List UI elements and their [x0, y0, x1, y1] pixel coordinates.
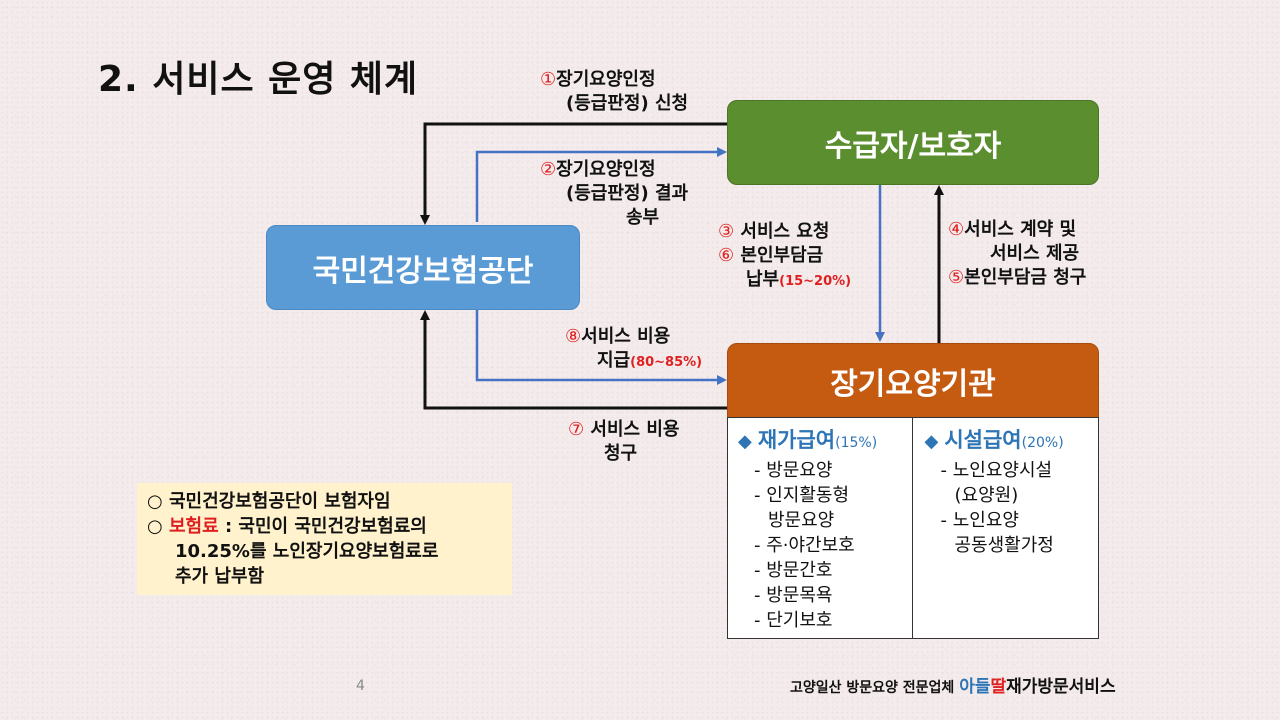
list-item: 방문요양 [768, 510, 835, 531]
footer-brand: 고양일산 방문요양 전문업체 아들딸재가방문서비스 [790, 677, 1116, 697]
insurance-note: ○ 국민건강보험공단이 보험자임 ○ 보험료 : 국민이 국민건강보험료의 10… [137, 483, 512, 595]
circle-bullet-icon: ○ [147, 516, 163, 537]
page-number: 4 [356, 678, 365, 694]
agency-box: 장기요양기관 [727, 343, 1099, 418]
label-application: ①장기요양인정 (등급판정) 신청 [540, 69, 689, 114]
label-service-contract: ④서비스 계약 및 서비스 제공 ⑤본인부담금 청구 [948, 219, 1087, 288]
diamond-icon: ◆ [924, 431, 939, 452]
circle-bullet-icon: ○ [147, 491, 163, 512]
label-service-request: ③ 서비스 요청 ⑥ 본인부담금 납부(15~20%) [718, 221, 852, 290]
home-care-header: ◆재가급여(15%) [738, 428, 878, 452]
facility-care-header: ◆시설급여(20%) [924, 428, 1064, 452]
list-item: - 인지활동형 [754, 485, 850, 506]
list-item: - 주·야간보호 [754, 535, 855, 556]
list-item: - 노인요양시설 [940, 460, 1053, 481]
arrow-result [475, 147, 727, 222]
list-item: (요양원) [954, 485, 1019, 506]
list-item: - 방문목욕 [754, 585, 833, 606]
diamond-icon: ◆ [738, 431, 752, 452]
page-title: 2. 서비스 운영 체계 [98, 59, 419, 100]
arrow-payment [475, 310, 727, 385]
list-item: - 노인요양 [940, 510, 1019, 531]
arrow-application [420, 122, 727, 225]
facility-care-column: ◆시설급여(20%) - 노인요양시설 (요양원) - 노인요양 공동생활가정 [911, 418, 1099, 638]
list-item: - 방문간호 [754, 560, 833, 581]
service-table: ◆재가급여(15%) - 방문요양 - 인지활동형 방문요양 - 주·야간보호 … [727, 417, 1099, 639]
recipient-box: 수급자/보호자 [727, 100, 1099, 185]
nhis-box: 국민건강보험공단 [266, 225, 580, 310]
list-item: - 방문요양 [754, 460, 833, 481]
home-care-column: ◆재가급여(15%) - 방문요양 - 인지활동형 방문요양 - 주·야간보호 … [728, 418, 912, 638]
label-payment: ⑧서비스 비용 지급(80~85%) [565, 326, 703, 371]
list-item: - 단기보호 [754, 610, 833, 631]
label-billing: ⑦ 서비스 비용 청구 [568, 419, 680, 464]
list-item: 공동생활가정 [954, 535, 1054, 556]
arrow-billing [420, 310, 727, 410]
label-result: ②장기요양인정 (등급판정) 결과 송부 [540, 159, 689, 228]
